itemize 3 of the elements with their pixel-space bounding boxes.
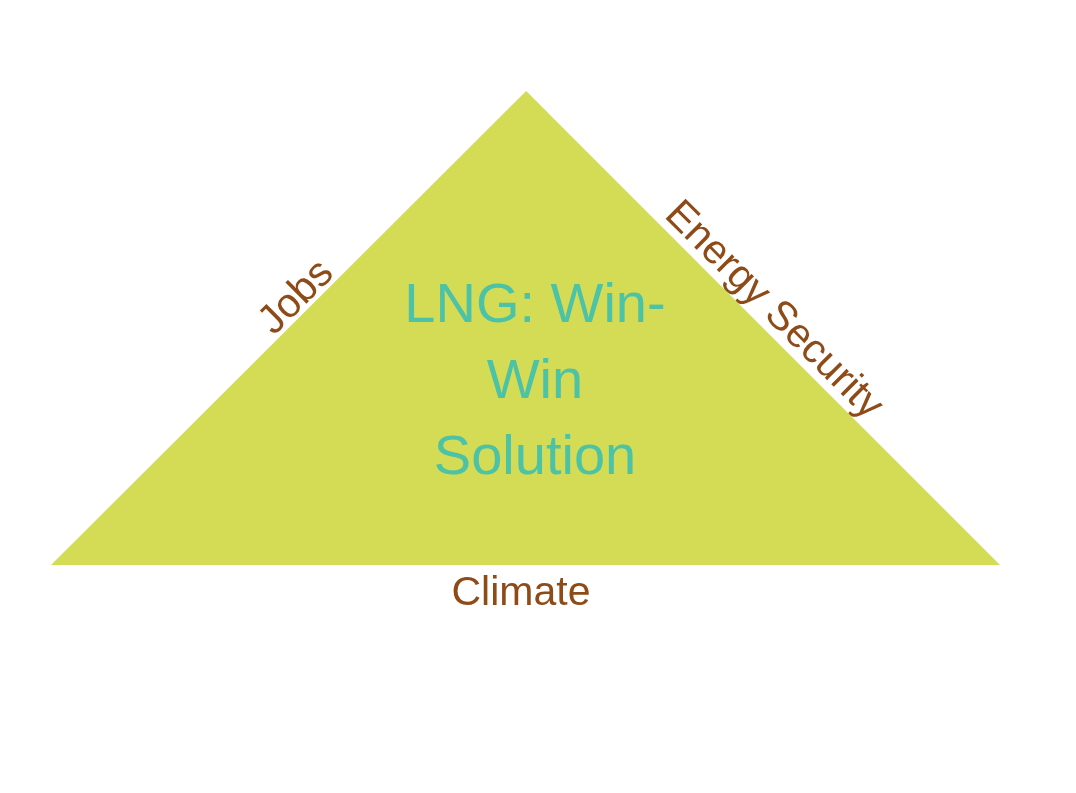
triangle-shape [51, 91, 1000, 565]
side-label: Climate [451, 569, 591, 615]
center-title: LNG: Win-Win Solution [403, 270, 666, 488]
